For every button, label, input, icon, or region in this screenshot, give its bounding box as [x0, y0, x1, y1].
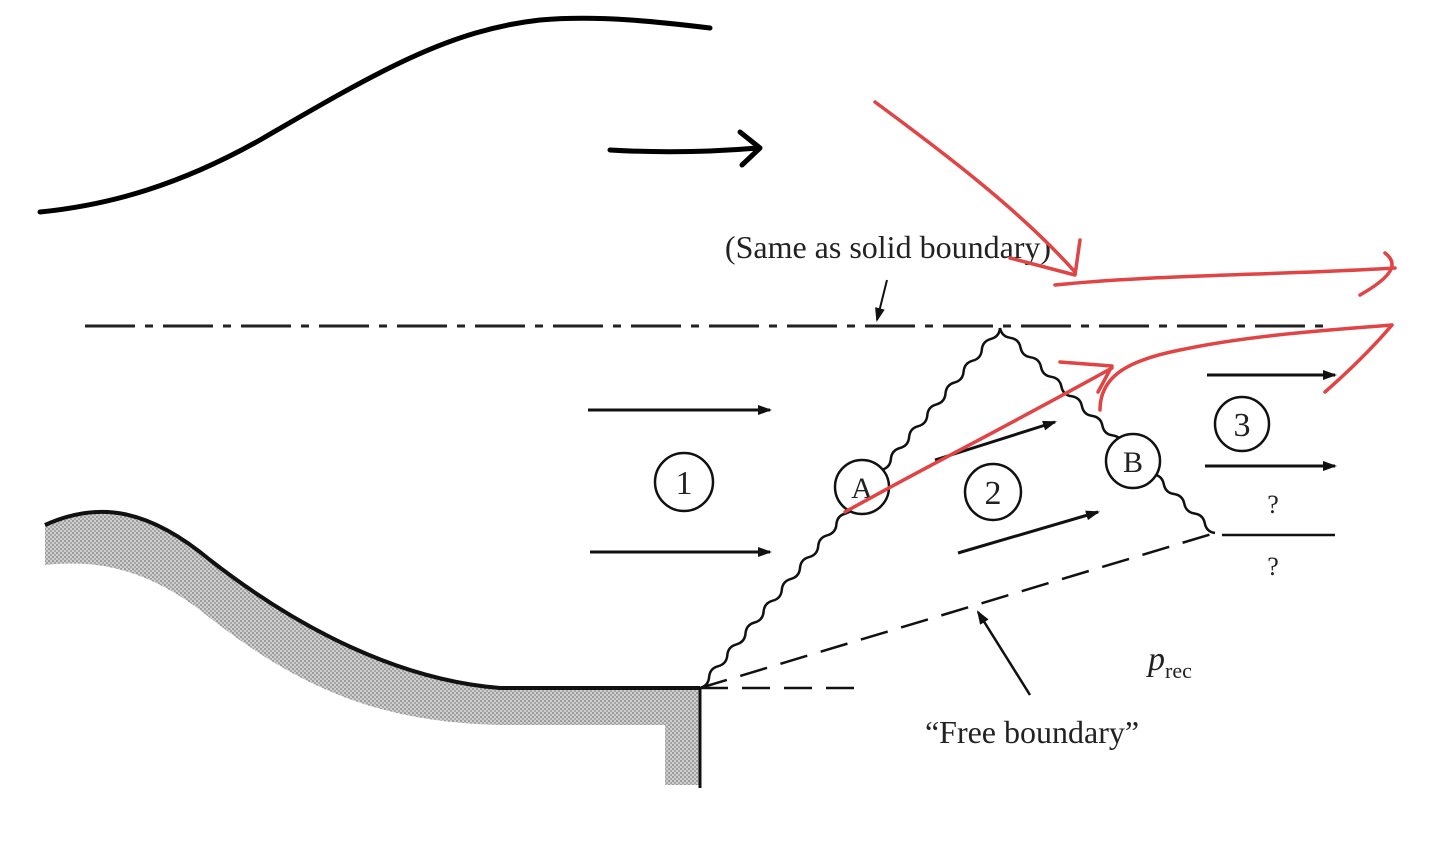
point-b-marker: B [1104, 432, 1162, 490]
unknown-mark-lower: ? [1267, 552, 1279, 581]
pressure-label: prec [1146, 641, 1192, 683]
handwritten-red-annotations [843, 100, 1397, 514]
region-2-marker: 2 [963, 462, 1023, 522]
arrow-free-boundary-pointer [976, 610, 1032, 696]
unknown-mark-upper: ? [1267, 490, 1279, 519]
handwritten-arrow [607, 129, 763, 168]
red-upper-streamline [1053, 251, 1397, 297]
arrow-region2-bottom [957, 510, 1100, 555]
arrow-title-pointer [875, 279, 888, 322]
svg-text:2: 2 [985, 475, 1002, 512]
solid-wall [44, 509, 702, 788]
svg-text:1: 1 [676, 465, 693, 502]
svg-text:3: 3 [1234, 407, 1251, 444]
region-1-marker: 1 [653, 451, 715, 513]
title-note: (Same as solid boundary) [725, 229, 1051, 265]
region-3-marker: 3 [1213, 395, 1271, 453]
handwritten-black-strokes [37, 15, 763, 215]
handwritten-curve [37, 15, 713, 215]
free-boundary-line [699, 531, 1216, 690]
red-lower-streamline [1098, 323, 1394, 412]
red-diagonal-arrow [873, 100, 1082, 277]
svg-text:A: A [851, 472, 873, 505]
free-boundary-label: “Free boundary” [925, 714, 1139, 750]
shock-wave-b [998, 327, 1216, 535]
point-a-marker: A [833, 458, 891, 516]
red-reflected-ray [843, 360, 1114, 514]
svg-text:B: B [1123, 446, 1143, 479]
